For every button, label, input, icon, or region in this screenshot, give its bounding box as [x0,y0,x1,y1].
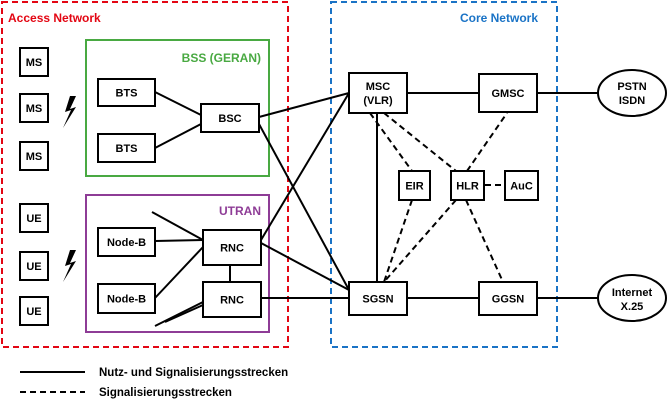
svg-text:BSC: BSC [218,113,241,125]
svg-text:EIR: EIR [405,181,423,193]
svg-text:RNC: RNC [220,295,244,307]
eir-node: EIR [398,170,431,201]
sgsn-node: SGSN [348,281,408,316]
svg-text:UE: UE [26,306,41,318]
pstn-isdn-network: PSTN ISDN [597,69,667,117]
ms-terminal: MS [19,141,49,171]
ue-terminal: UE [19,296,49,326]
svg-text:UE: UE [26,213,41,225]
svg-text:X.25: X.25 [621,301,644,313]
bts-node: BTS [97,133,156,163]
dashed-connections [369,112,508,283]
bsc-node: BSC [200,103,260,133]
svg-text:UE: UE [26,261,41,273]
svg-text:Internet: Internet [612,287,653,299]
svg-text:GMSC: GMSC [492,88,525,100]
svg-text:MS: MS [26,57,43,69]
svg-text:GGSN: GGSN [492,294,524,306]
ggsn-node: GGSN [478,281,538,316]
svg-text:ISDN: ISDN [619,95,645,107]
legend-dashed-label: Signalisierungsstrecken [99,387,232,399]
auc-node: AuC [504,170,539,201]
svg-text:PSTN: PSTN [617,81,646,93]
node-b: Node-B [97,283,156,314]
utran-title: UTRAN [219,204,261,218]
svg-text:MS: MS [26,103,43,115]
svg-text:SGSN: SGSN [362,294,393,306]
ue-terminal: UE [19,251,49,281]
svg-text:MS: MS [26,151,43,163]
svg-text:(VLR): (VLR) [363,95,393,107]
utran-region [85,194,270,333]
ms-terminal: MS [19,47,49,77]
radio-lightning-icon [63,96,76,128]
svg-text:BTS: BTS [116,143,138,155]
svg-text:HLR: HLR [456,181,479,193]
core-network-region [330,1,558,348]
hlr-node: HLR [450,170,485,201]
msc-vlr-node: MSC (VLR) [348,72,408,114]
svg-text:RNC: RNC [220,243,244,255]
node-b: Node-B [97,227,156,257]
access-network-title: Access Network [8,11,101,25]
ue-terminal: UE [19,203,49,233]
svg-text:BTS: BTS [116,88,138,100]
gmsc-node: GMSC [478,73,538,113]
core-network-title: Core Network [460,11,538,25]
ms-terminal: MS [19,93,49,123]
access-network-region [1,1,289,348]
solid-connections [151,91,598,327]
bss-geran-title: BSS (GERAN) [182,51,261,65]
svg-text:Node-B: Node-B [107,237,146,249]
bts-node: BTS [97,78,156,107]
rnc-node: RNC [202,229,262,266]
svg-text:Node-B: Node-B [107,294,146,306]
svg-text:MSC: MSC [366,81,391,93]
legend-solid-label: Nutz- und Signalisierungsstrecken [99,367,288,379]
bss-geran-region [85,39,270,177]
internet-x25-network: Internet X.25 [597,274,667,322]
radio-lightning-icon [63,250,76,282]
rnc-node: RNC [202,281,262,318]
svg-text:AuC: AuC [510,181,533,193]
legend: Nutz- und Signalisierungsstrecken Signal… [20,367,288,399]
